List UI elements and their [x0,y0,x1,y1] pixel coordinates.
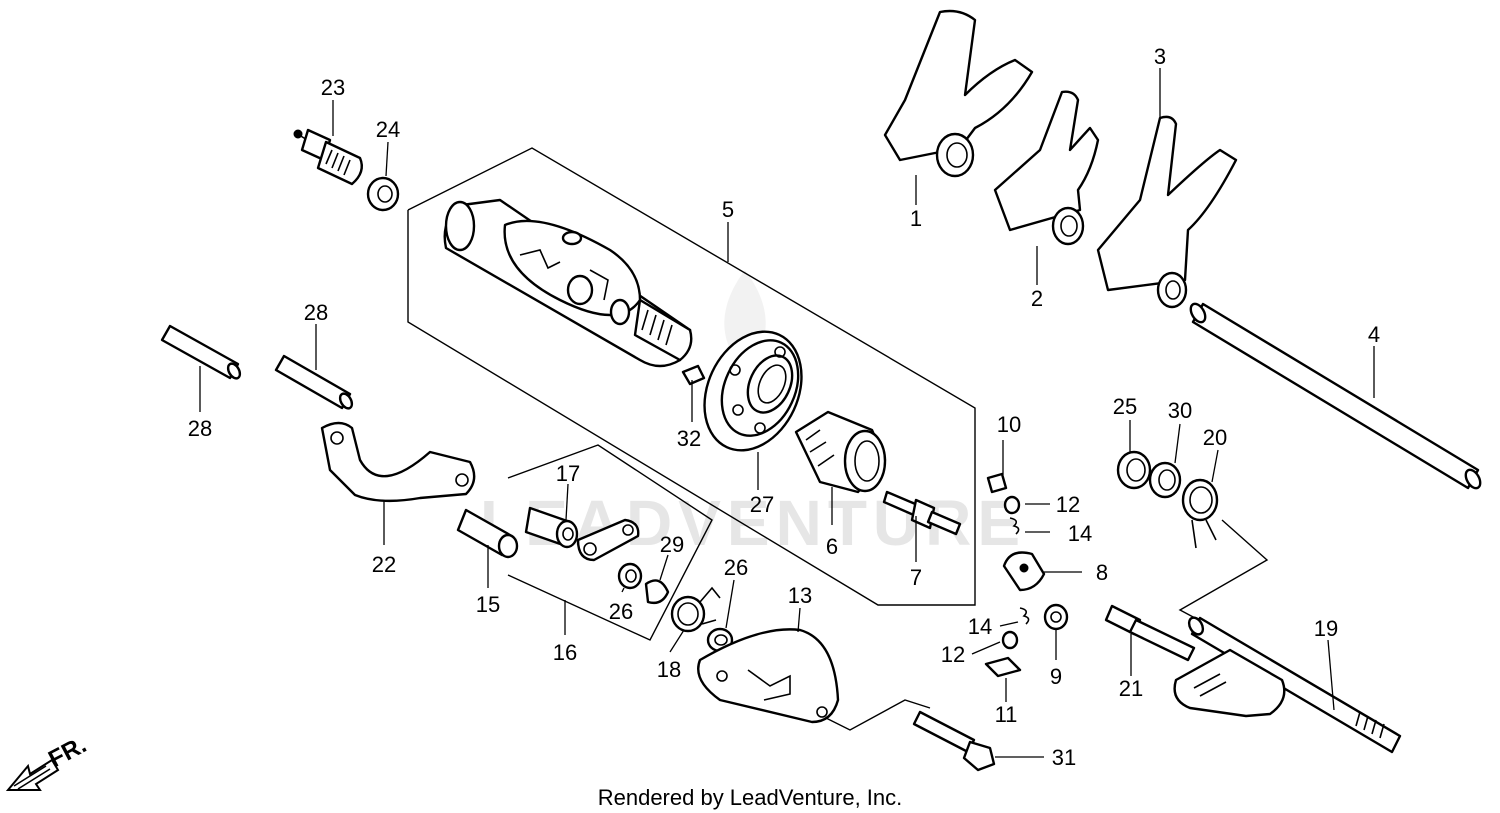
plate-11-part [984,656,1022,678]
callout-27: 27 [750,492,774,517]
callout-20: 20 [1203,425,1227,450]
callout-28b: 28 [304,300,328,325]
callout-26a: 26 [609,599,633,624]
callout-7: 7 [910,565,922,590]
bearing-27-part [703,330,803,452]
shift-fork-2-part [993,90,1100,246]
callout-5: 5 [722,197,734,222]
callout-18: 18 [657,657,681,682]
washer-30-part [1148,461,1182,499]
callout-2: 2 [1031,286,1043,311]
shift-shaft-19-part [1173,616,1402,754]
callout-29: 29 [660,532,684,557]
callout-labels: 23 24 5 1 2 3 4 28 28 22 32 27 6 7 10 12… [188,44,1380,770]
callout-14a: 14 [1068,521,1092,546]
callout-4: 4 [1368,322,1380,347]
callout-14b: 14 [968,614,992,639]
stopper-8-part [1002,551,1046,592]
stopper-arm-part [576,518,640,562]
callout-30: 30 [1168,398,1192,423]
callout-26b: 26 [724,555,748,580]
callout-11: 11 [995,702,1018,727]
dowel-28b-part [274,354,354,410]
callout-32: 32 [677,426,701,451]
callout-31: 31 [1052,745,1076,770]
callout-10: 10 [997,412,1021,437]
callout-22: 22 [372,552,396,577]
washer-26a-part [617,562,643,590]
callout-13: 13 [788,583,812,608]
callout-17: 17 [556,461,580,486]
fork-shaft-4-part [1189,302,1482,490]
drum-center-6-part [794,410,887,494]
shift-fork-3-part [1096,115,1238,309]
nut-9-part [1043,603,1069,631]
washer-24-part [366,176,400,212]
spring-20-part [1181,478,1219,549]
callout-9: 9 [1050,664,1062,689]
plate-13-part [697,628,840,724]
roller-17-part [524,506,579,549]
callout-16: 16 [553,640,577,665]
collar-15-part [456,508,519,559]
callout-19: 19 [1314,616,1338,641]
spring-14a-part [1009,517,1020,535]
neutral-switch-part [293,128,363,186]
group-16-boundary [507,444,713,641]
callout-23: 23 [321,75,345,100]
spring-14b-part [1019,607,1030,625]
callout-15: 15 [476,592,500,617]
credit-text: Rendered by LeadVenture, Inc. [598,785,903,810]
pin-32-part [681,364,706,386]
washer-25-part [1116,450,1152,490]
drum-assembly-boundary [407,147,976,606]
cap-12b-part [1001,630,1019,650]
plate-22-part [320,421,476,503]
callout-24: 24 [376,117,400,142]
bolt-31-part [912,710,996,772]
callout-25: 25 [1113,394,1137,419]
callout-6: 6 [826,534,838,559]
callout-12a: 12 [1056,492,1080,517]
link-13-31 [819,699,931,731]
callout-21: 21 [1119,676,1143,701]
callout-8: 8 [1096,560,1108,585]
callout-28a: 28 [188,416,212,441]
dowel-28a-part [160,324,242,380]
leader-lines [199,68,1375,758]
pin-21-part [1104,604,1196,662]
spring-18-part [670,586,721,633]
bolt-7-part [882,490,962,536]
clip-29-part [644,579,670,605]
shift-drum-part [443,198,693,368]
callout-12b: 12 [941,642,965,667]
cap-12a-part [1003,495,1021,515]
callout-3: 3 [1154,44,1166,69]
callout-1: 1 [910,206,922,231]
link-20-19 [1178,519,1269,619]
front-direction-arrow-icon [5,758,60,791]
shift-fork-1-part [883,9,1034,178]
pin-10-part [986,472,1008,494]
